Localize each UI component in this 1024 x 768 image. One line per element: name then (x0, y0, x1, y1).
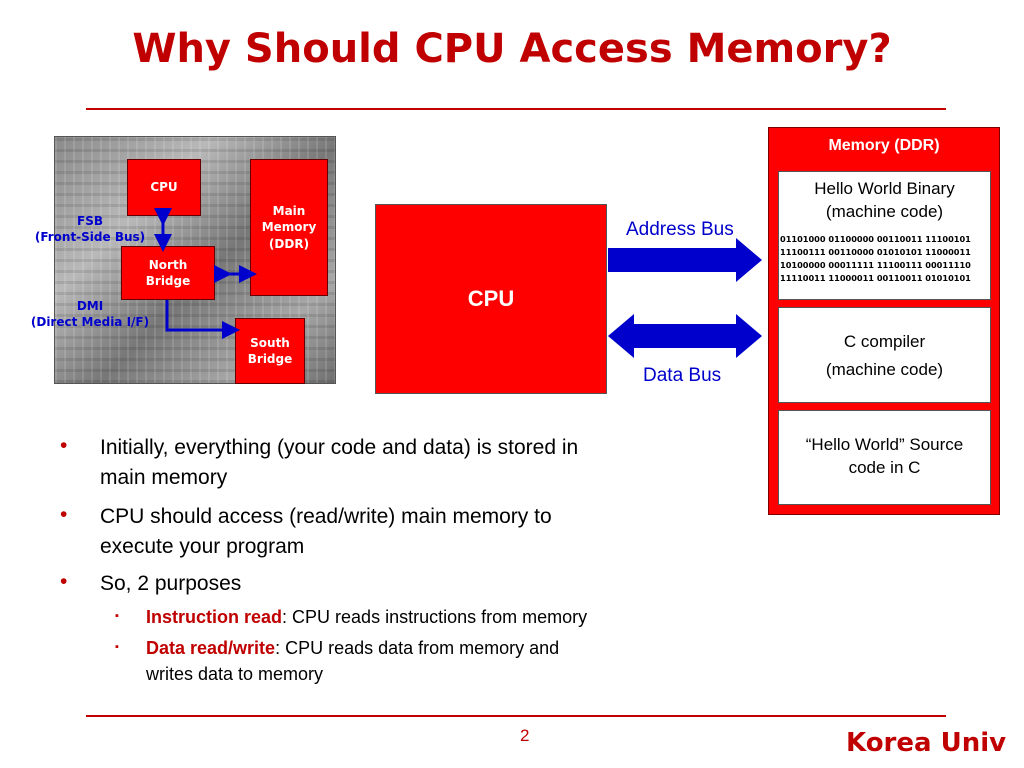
board-north-bridge: North Bridge (121, 246, 215, 300)
title-divider (86, 108, 946, 110)
hello-binary-heading: Hello World Binary (machine code) (779, 177, 990, 223)
bus-arrows (608, 238, 762, 358)
main-memory-line-2: Memory (261, 220, 317, 235)
motherboard-image: CPU Main Memory (DDR) North Bridge South… (54, 136, 336, 384)
board-cpu-label: CPU (150, 180, 178, 195)
bullet-item-2: CPU should access (read/write) main memo… (100, 502, 552, 562)
sub-2-text-line-2: writes data to memory (146, 664, 324, 684)
sub-1-text: : CPU reads instructions from memory (282, 607, 588, 627)
sub-bullet-marker: ▪ (115, 610, 119, 622)
binary-line: 11110011 11000011 00110011 01010101 (780, 273, 971, 283)
compiler-line-2: (machine code) (825, 360, 944, 379)
dmi-arrow (165, 300, 240, 339)
south-bridge-line-1: South (250, 335, 290, 350)
board-main-memory: Main Memory (DDR) (250, 159, 328, 296)
page-number: 2 (520, 726, 530, 745)
hello-binary-box: Hello World Binary (machine code) 011010… (778, 171, 991, 300)
board-bus-arrows (154, 208, 257, 339)
cpu-block-label: CPU (467, 286, 515, 311)
bullet-1-line-1: Initially, everything (your code and dat… (100, 436, 579, 459)
footer-brand: Korea Univ (846, 728, 1007, 758)
fsb-label: FSB (Front-Side Bus) (20, 213, 160, 245)
dmi-label-line-2: (Direct Media I/F) (30, 315, 150, 330)
address-bus-label: Address Bus (626, 219, 734, 240)
bullet-3-line-1: So, 2 purposes (100, 572, 242, 595)
sub-2-text: : CPU reads data from memory and (275, 638, 560, 658)
bullet-1-line-2: main memory (100, 466, 228, 489)
slide-title: Why Should CPU Access Memory? (132, 26, 892, 72)
data-bus-label: Data Bus (643, 365, 722, 386)
binary-line: 01101000 01100000 00110011 11100101 (780, 234, 971, 244)
fsb-label-line-2: (Front-Side Bus) (34, 230, 146, 245)
board-south-bridge: South Bridge (235, 318, 305, 384)
bullet-marker: • (60, 503, 68, 526)
address-bus-arrow (608, 238, 762, 282)
bullet-2-line-2: execute your program (100, 535, 305, 558)
sub-item-2: Data read/write: CPU reads data from mem… (146, 635, 559, 687)
bullet-item-1: Initially, everything (your code and dat… (100, 433, 578, 493)
sub-2-term: Data read/write (146, 638, 276, 658)
cpu-block: CPU (375, 204, 607, 394)
memory-title: Memory (DDR) (828, 137, 940, 154)
source-box: “Hello World” Source code in C (778, 410, 991, 505)
sub-item-1: Instruction read: CPU reads instructions… (146, 604, 587, 630)
north-bridge-line-2: Bridge (145, 274, 191, 288)
bullet-item-3: So, 2 purposes (100, 569, 241, 599)
board-cpu-chip: CPU (127, 159, 201, 216)
binary-line: 10100000 00011111 11100111 00011110 (780, 260, 971, 270)
footer-divider (86, 715, 946, 717)
south-bridge-line-2: Bridge (247, 352, 293, 366)
bullet-2-line-1: CPU should access (read/write) main memo… (100, 505, 552, 528)
hello-binary-line-2: (machine code) (825, 202, 944, 221)
data-bus-arrow (608, 314, 762, 358)
dmi-label: DMI (Direct Media I/F) (20, 298, 160, 330)
main-memory-line-3: (DDR) (268, 236, 310, 251)
sub-bullet-marker: ▪ (115, 641, 119, 653)
dmi-label-line-1: DMI (76, 299, 104, 313)
sub-1-term: Instruction read (146, 607, 283, 627)
fsb-label-line-1: FSB (77, 214, 103, 228)
source-line-2: code in C (848, 458, 921, 477)
main-memory-line-1: Main (272, 204, 306, 219)
bullet-marker: • (60, 570, 68, 593)
north-bridge-line-1: North (148, 257, 188, 272)
memory-panel: Memory (DDR) Hello World Binary (machine… (768, 127, 1000, 515)
bullet-marker: • (60, 434, 68, 457)
source-line-1: “Hello World” Source (805, 435, 964, 454)
compiler-line-1: C compiler (843, 332, 926, 351)
compiler-box: C compiler (machine code) (778, 307, 991, 403)
binary-code: 01101000 01100000 00110011 11100101 1110… (779, 233, 990, 285)
binary-line: 11100111 00110000 01010101 11000011 (780, 247, 971, 257)
hello-binary-line-1: Hello World Binary (814, 179, 955, 198)
